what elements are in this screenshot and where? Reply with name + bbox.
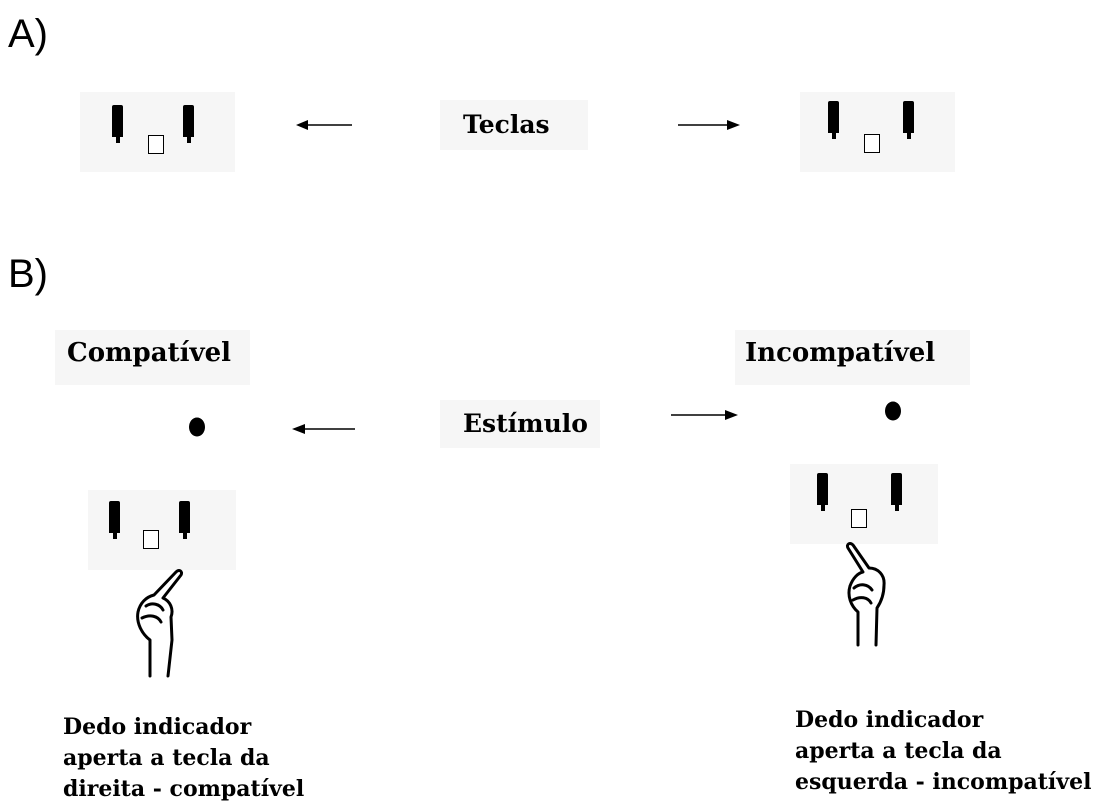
- keys-label: Teclas: [463, 110, 550, 139]
- compatible-caption-line-1: Dedo indicador: [63, 714, 252, 740]
- stimulus-dot-icon: [189, 417, 205, 437]
- arrow-right-icon: [678, 120, 740, 130]
- arrow-left-icon: [296, 120, 352, 130]
- keys-group-right: [800, 92, 955, 172]
- arrow-left-icon: [292, 424, 355, 434]
- arrow-right-icon: [671, 410, 738, 420]
- keys-group-incompatible: [790, 464, 938, 544]
- stimulus-label: Estímulo: [463, 409, 588, 438]
- compatible-caption: Dedo indicador aperta a tecla da direita…: [63, 712, 304, 805]
- panel-a-label: A): [8, 12, 48, 56]
- pointing-hand-icon: [136, 569, 183, 678]
- pointing-hand-icon: [846, 542, 886, 647]
- compatible-title: Compatível: [67, 338, 231, 368]
- stimulus-label-box: [440, 400, 600, 448]
- compatible-caption-line-2: aperta a tecla da: [63, 745, 270, 771]
- incompatible-caption: Dedo indicador aperta a tecla da esquerd…: [795, 705, 1091, 798]
- keys-group-left: [80, 92, 235, 172]
- incompatible-caption-line-2: aperta a tecla da: [795, 738, 1002, 764]
- incompatible-title-box: [735, 330, 970, 385]
- stimulus-dot-icon: [885, 401, 901, 421]
- incompatible-title: Incompatível: [745, 338, 936, 368]
- keys-group-compatible: [88, 490, 236, 570]
- compatible-caption-line-3: direita - compatível: [63, 776, 305, 802]
- keys-label-box: [440, 100, 588, 150]
- compatible-title-box: [55, 330, 250, 385]
- panel-b-label: B): [8, 252, 48, 296]
- incompatible-caption-line-1: Dedo indicador: [795, 707, 984, 733]
- incompatible-caption-line-3: esquerda - incompatível: [795, 769, 1092, 795]
